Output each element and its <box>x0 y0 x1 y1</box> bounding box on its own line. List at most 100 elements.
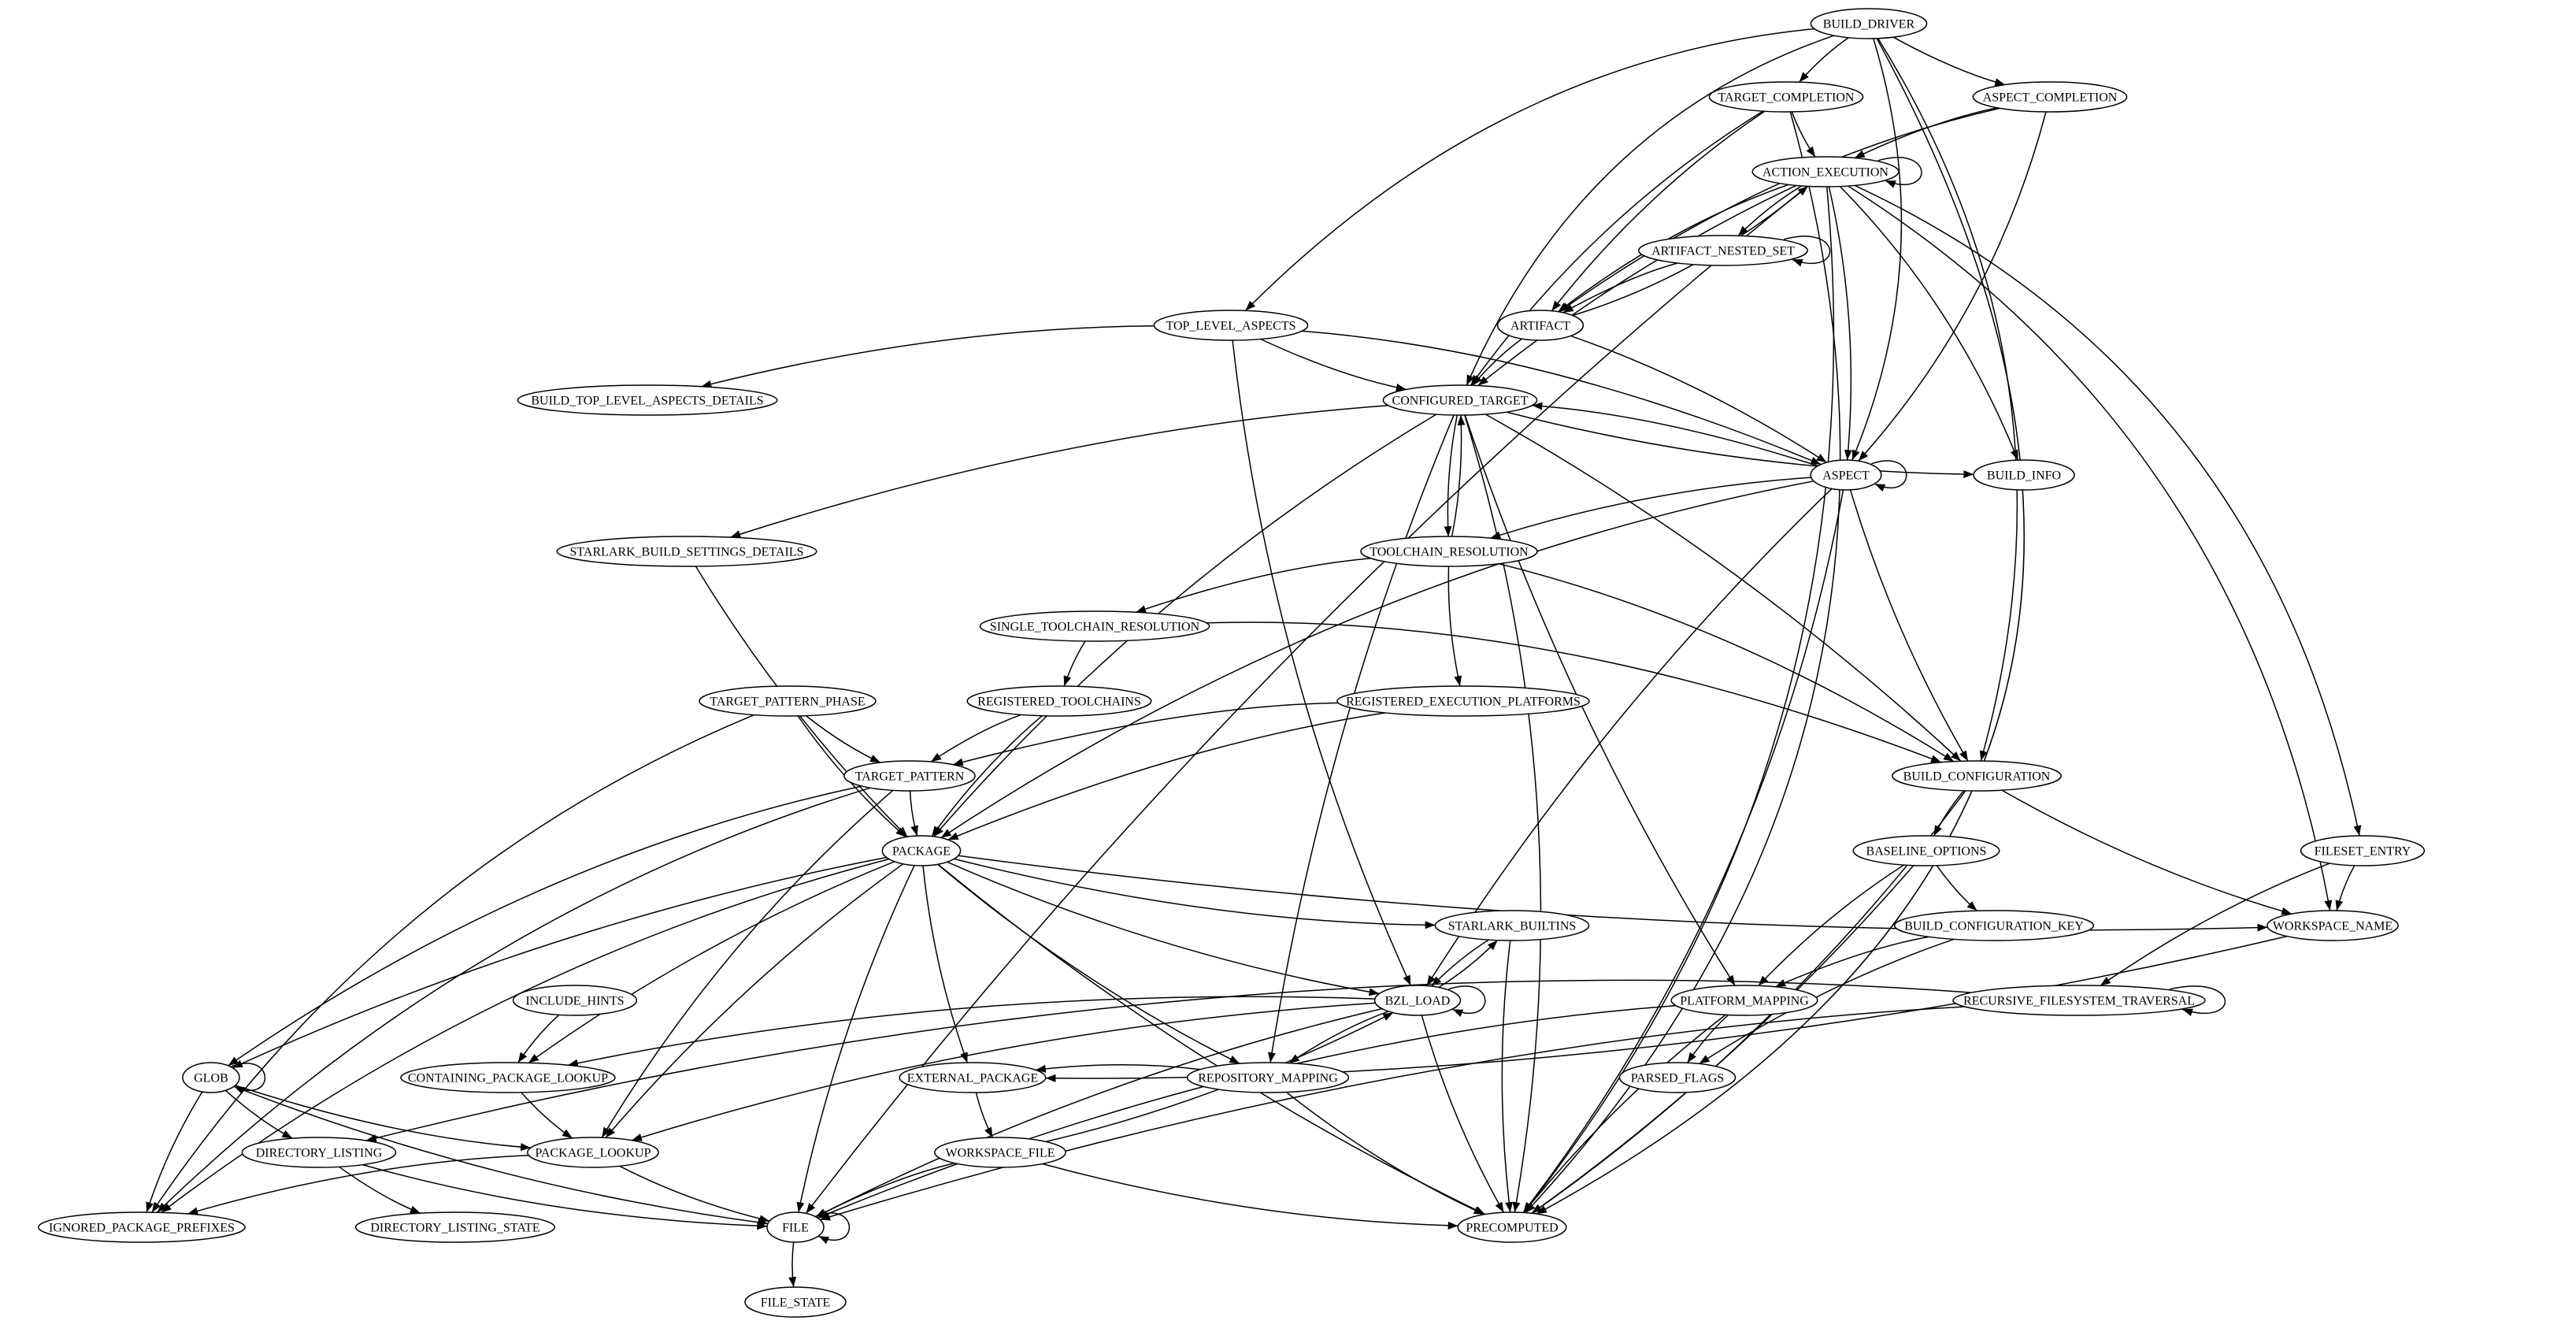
node-baseline-options: BASELINE_OPTIONS <box>1852 835 2000 866</box>
node-shape-ignored-package-prefixes <box>38 1211 246 1243</box>
node-shape-registered-toolchains <box>966 685 1152 717</box>
edge-aspect-completion-to-artifact <box>1559 107 2000 313</box>
node-label-containing-package-lookup: CONTAINING_PACKAGE_LOOKUP <box>408 1072 608 1085</box>
edge-toolchain-resolution-to-single-toolchain-resolution <box>1135 558 1371 614</box>
node-action-execution: ACTION_EXECUTION <box>1751 156 1900 187</box>
edge-action-execution-to-artifact-nested-set <box>1737 185 1803 236</box>
edge-include-hints-to-containing-package-lookup <box>517 1014 560 1063</box>
edge-package-to-package-lookup <box>605 863 904 1138</box>
edge-workspace-file-to-file <box>815 1162 955 1218</box>
node-label-platform-mapping: PLATFORM_MAPPING <box>1680 995 1809 1008</box>
node-shape-top-level-aspects <box>1153 310 1309 341</box>
node-label-fileset-entry: FILESET_ENTRY <box>2315 845 2411 859</box>
node-label-single-toolchain-resolution: SINGLE_TOOLCHAIN_RESOLUTION <box>990 621 1200 634</box>
node-shape-build-info <box>1973 459 2075 491</box>
edge-repository-mapping-to-external-package <box>1036 1064 1201 1073</box>
node-shape-aspect-completion <box>1972 81 2128 113</box>
node-glob: GLOB <box>182 1062 240 1093</box>
node-toolchain-resolution: TOOLCHAIN_RESOLUTION <box>1360 536 1538 567</box>
edge-baseline-options-to-platform-mapping <box>1758 864 1905 986</box>
node-shape-build-configuration-key <box>1893 910 2095 941</box>
node-shape-directory-listing-state <box>354 1211 556 1243</box>
node-label-file-state: FILE_STATE <box>761 1297 831 1310</box>
edge-containing-package-lookup-to-package-lookup <box>521 1092 573 1139</box>
node-label-toolchain-resolution: TOOLCHAIN_RESOLUTION <box>1370 546 1529 559</box>
node-target-pattern-phase: TARGET_PATTERN_PHASE <box>699 685 877 717</box>
node-platform-mapping: PLATFORM_MAPPING <box>1670 985 1818 1016</box>
node-label-registered-execution-platforms: REGISTERED_EXECUTION_PLATFORMS <box>1346 696 1581 709</box>
edge-starlark-builtins-to-precomputed <box>1501 940 1514 1213</box>
node-shape-workspace-file <box>934 1137 1066 1168</box>
edge-action-execution-to-artifact <box>1558 184 1789 313</box>
edge-configured-target-to-package <box>933 414 1437 837</box>
edge-aspect-completion-to-action-execution <box>1854 107 1997 159</box>
edge-fileset-entry-to-workspace-name <box>2335 865 2355 911</box>
node-starlark-builtins: STARLARK_BUILTINS <box>1434 910 1590 941</box>
node-bzl-load: BZL_LOAD <box>1373 985 1462 1016</box>
node-package-lookup: PACKAGE_LOOKUP <box>527 1137 659 1168</box>
node-shape-build-driver <box>1810 8 1928 39</box>
node-build-configuration: BUILD_CONFIGURATION <box>1892 760 2062 792</box>
edge-directory-listing-to-directory-listing-state <box>339 1166 421 1214</box>
node-label-ignored-package-prefixes: IGNORED_PACKAGE_PREFIXES <box>49 1222 235 1235</box>
edge-external-package-to-workspace-file <box>975 1092 994 1138</box>
edge-single-toolchain-resolution-to-build-configuration <box>1206 621 1942 763</box>
node-shape-parsed-flags <box>1618 1062 1736 1093</box>
edge-target-pattern-to-package <box>909 790 918 837</box>
edge-artifact-nested-set-to-artifact <box>1562 262 1678 314</box>
edge-glob-to-ignored-package-prefixes <box>146 1091 203 1213</box>
node-artifact-nested-set: ARTIFACT_NESTED_SET <box>1638 235 1808 266</box>
edge-action-execution-to-configured-target <box>1477 184 1797 387</box>
edge-top-level-aspects-to-aspect <box>1302 330 1822 466</box>
edge-platform-mapping-to-precomputed <box>1523 1014 1726 1213</box>
node-shape-target-pattern-phase <box>699 685 877 717</box>
edge-baseline-options-to-precomputed <box>1531 865 1914 1214</box>
node-recursive-filesystem-traversal: RECURSIVE_FILESYSTEM_TRAVERSAL <box>1952 985 2206 1016</box>
edge-recursive-filesystem-traversal-to-file <box>819 1006 1966 1221</box>
node-shape-directory-listing <box>241 1137 397 1168</box>
node-shape-build-top-level-aspects-details <box>517 384 778 416</box>
edge-configured-target-to-repository-mapping <box>1268 414 1455 1063</box>
node-shape-file-state <box>744 1286 847 1318</box>
edge-build-driver-to-precomputed <box>1536 38 2025 1215</box>
node-shape-external-package <box>899 1062 1047 1093</box>
node-label-artifact-nested-set: ARTIFACT_NESTED_SET <box>1651 245 1795 258</box>
node-registered-execution-platforms: REGISTERED_EXECUTION_PLATFORMS <box>1336 685 1590 717</box>
node-shape-artifact-nested-set <box>1638 235 1808 266</box>
node-label-recursive-filesystem-traversal: RECURSIVE_FILESYSTEM_TRAVERSAL <box>1963 995 2195 1008</box>
edge-artifact-nested-set-to-artifact-nested-set <box>1784 236 1831 267</box>
node-repository-mapping: REPOSITORY_MAPPING <box>1186 1062 1350 1093</box>
node-shape-starlark-build-settings-details <box>556 536 817 567</box>
node-label-precomputed: PRECOMPUTED <box>1466 1222 1558 1235</box>
node-shape-single-toolchain-resolution <box>979 610 1210 642</box>
node-build-driver: BUILD_DRIVER <box>1810 8 1928 39</box>
edge-configured-target-to-precomputed <box>1464 414 1542 1213</box>
edge-action-execution-to-file <box>805 185 1808 1214</box>
node-workspace-name: WORKSPACE_NAME <box>2267 910 2399 941</box>
node-label-external-package: EXTERNAL_PACKAGE <box>907 1072 1039 1085</box>
node-shape-bzl-load <box>1373 985 1462 1016</box>
node-label-action-execution: ACTION_EXECUTION <box>1762 166 1888 180</box>
edge-action-execution-to-workspace-name <box>1848 185 2333 911</box>
node-shape-workspace-name <box>2267 910 2399 941</box>
edge-fileset-entry-to-recursive-filesystem-traversal <box>2100 863 2330 986</box>
node-label-build-top-level-aspects-details: BUILD_TOP_LEVEL_ASPECTS_DETAILS <box>531 395 763 408</box>
edge-configured-target-to-starlark-build-settings-details <box>730 404 1388 538</box>
edge-target-pattern-to-package-lookup <box>601 789 894 1138</box>
edge-bzl-load-to-package-lookup <box>631 1002 1376 1141</box>
node-build-top-level-aspects-details: BUILD_TOP_LEVEL_ASPECTS_DETAILS <box>517 384 778 416</box>
node-include-hints: INCLUDE_HINTS <box>512 985 638 1016</box>
edge-build-configuration-key-to-parsed-flags <box>1699 938 1955 1065</box>
node-file-state: FILE_STATE <box>744 1286 847 1318</box>
edge-bzl-load-to-starlark-builtins <box>1438 940 1499 989</box>
node-label-target-pattern-phase: TARGET_PATTERN_PHASE <box>710 696 865 709</box>
edge-configured-target-to-build-info <box>1506 411 1974 479</box>
edge-top-level-aspects-to-configured-target <box>1260 338 1407 391</box>
edge-aspect-to-aspect <box>1871 460 1907 492</box>
node-starlark-build-settings-details: STARLARK_BUILD_SETTINGS_DETAILS <box>556 536 817 567</box>
node-external-package: EXTERNAL_PACKAGE <box>899 1062 1047 1093</box>
edge-build-driver-to-aspect <box>1851 38 1903 461</box>
edge-package-to-external-package <box>922 865 969 1063</box>
node-shape-target-pattern <box>843 760 976 792</box>
